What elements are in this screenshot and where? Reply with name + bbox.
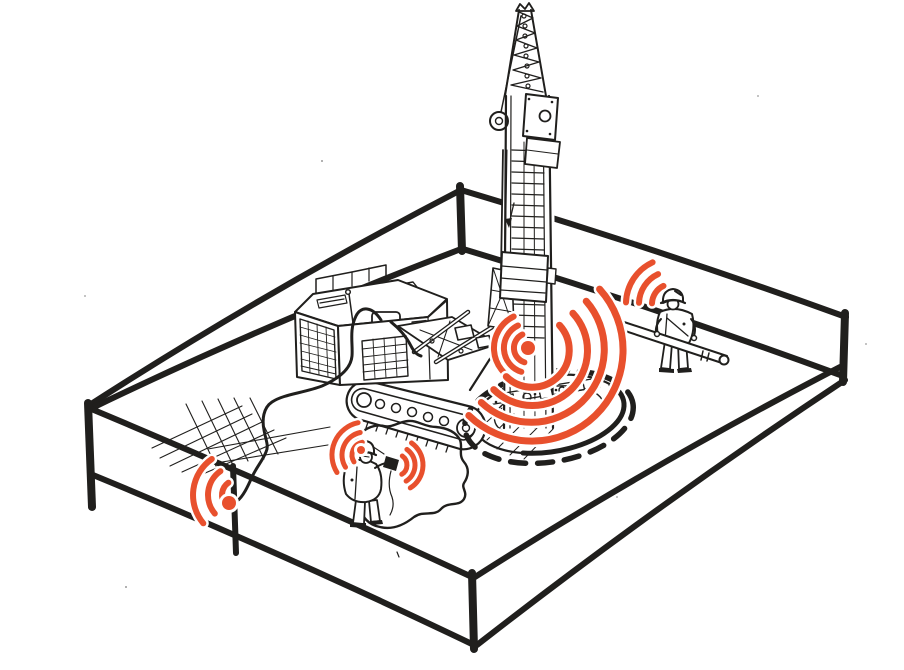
worker1-left-shoe (350, 523, 366, 528)
barrier-post-left (88, 403, 92, 507)
barrier-post-back (460, 186, 462, 251)
rotary-head-unit (500, 252, 548, 302)
stray-mark (397, 552, 399, 557)
deck-box-1 (455, 325, 474, 340)
beacon-dot (222, 496, 236, 510)
worker2-left-hand (655, 332, 660, 337)
worker1-left-leg (353, 500, 365, 524)
beacon-dot (357, 446, 365, 454)
pipe-carrier-signal (626, 262, 664, 303)
rotary-side-knob (547, 268, 556, 284)
mesh-ground-grid (152, 398, 334, 477)
barrier-post-front (472, 573, 474, 649)
handheld-receiver-signal (402, 443, 423, 488)
beacon-dot (521, 341, 535, 355)
worker1-right-leg (369, 500, 380, 522)
worker2-badge-dot (683, 323, 686, 326)
barrier-rail-front-left-bottom (93, 475, 474, 645)
worker2-right-hand (692, 336, 697, 341)
barrier-post-right (843, 313, 845, 382)
receiver-cord (389, 471, 393, 515)
engine-antenna-tip (346, 290, 351, 295)
pipe-end-cap (720, 356, 729, 365)
mast-bracket (525, 138, 560, 168)
handheld-receiver (383, 456, 399, 471)
worker2-left-shoe (659, 368, 674, 373)
worker1-pocket-dot (351, 479, 354, 482)
